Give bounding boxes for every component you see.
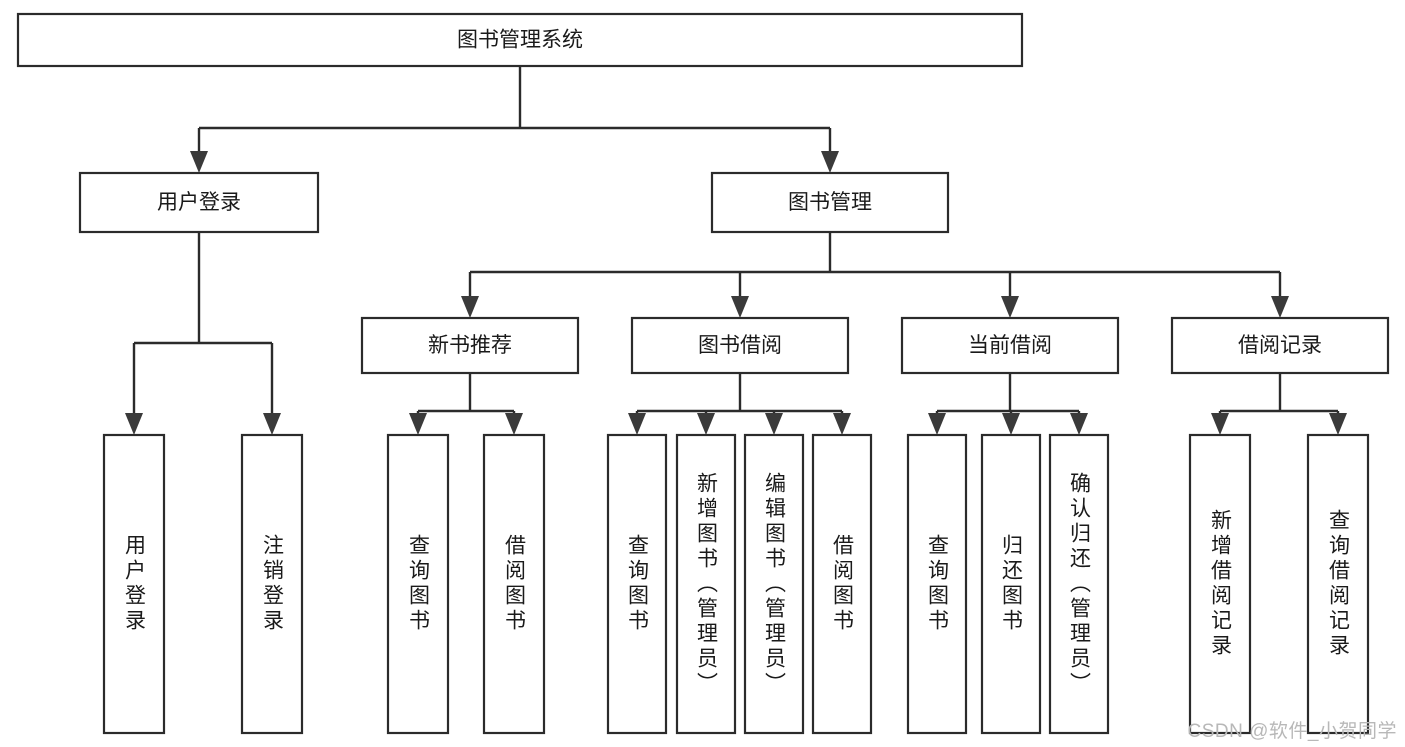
leaf-node-2[interactable] [386, 433, 450, 735]
arrow-head-icon [190, 151, 208, 173]
leaf-node-8[interactable] [906, 433, 968, 735]
node-level2-1-label: 图书管理 [788, 191, 872, 214]
arrow-head-icon [697, 413, 715, 435]
leaf-node-4[interactable] [606, 433, 668, 735]
leaf-node-1[interactable] [240, 433, 304, 735]
watermark-text: CSDN @软件_小贺同学 [1187, 721, 1397, 742]
node-level3-3[interactable] [1170, 316, 1390, 375]
arrow-head-icon [928, 413, 946, 435]
node-root-system[interactable] [16, 12, 1024, 68]
node-level3-1[interactable] [630, 316, 850, 375]
node-level2-0[interactable] [78, 171, 320, 234]
arrow-head-icon [731, 296, 749, 318]
arrow-head-icon [409, 413, 427, 435]
arrow-head-icon [263, 413, 281, 435]
node-root-system-label: 图书管理系统 [457, 29, 583, 52]
leaf-node-0[interactable] [102, 433, 166, 735]
node-level3-1-label: 图书借阅 [698, 334, 782, 357]
arrow-head-icon [1070, 413, 1088, 435]
node-level2-0-label: 用户登录 [157, 191, 241, 214]
arrow-head-icon [1211, 413, 1229, 435]
leaf-node-6[interactable] [743, 433, 805, 735]
leaf-node-11[interactable] [1188, 433, 1252, 735]
arrow-head-icon [505, 413, 523, 435]
connector-lines [125, 66, 1347, 435]
node-level3-2-label: 当前借阅 [968, 334, 1052, 357]
node-level3-2[interactable] [900, 316, 1120, 375]
node-boxes [16, 12, 1390, 735]
node-level3-0-label: 新书推荐 [428, 334, 512, 357]
arrow-head-icon [628, 413, 646, 435]
node-level2-1[interactable] [710, 171, 950, 234]
arrow-head-icon [833, 413, 851, 435]
leaf-node-3[interactable] [482, 433, 546, 735]
arrow-head-icon [821, 151, 839, 173]
arrow-head-icon [125, 413, 143, 435]
arrow-head-icon [1002, 413, 1020, 435]
leaf-node-9[interactable] [980, 433, 1042, 735]
arrow-head-icon [1001, 296, 1019, 318]
leaf-node-7[interactable] [811, 433, 873, 735]
arrow-head-icon [461, 296, 479, 318]
leaf-node-5[interactable] [675, 433, 737, 735]
leaf-node-10[interactable] [1048, 433, 1110, 735]
node-level3-0[interactable] [360, 316, 580, 375]
arrow-head-icon [765, 413, 783, 435]
node-level3-3-label: 借阅记录 [1238, 334, 1322, 357]
arrow-head-icon [1329, 413, 1347, 435]
arrow-head-icon [1271, 296, 1289, 318]
leaf-node-12[interactable] [1306, 433, 1370, 735]
